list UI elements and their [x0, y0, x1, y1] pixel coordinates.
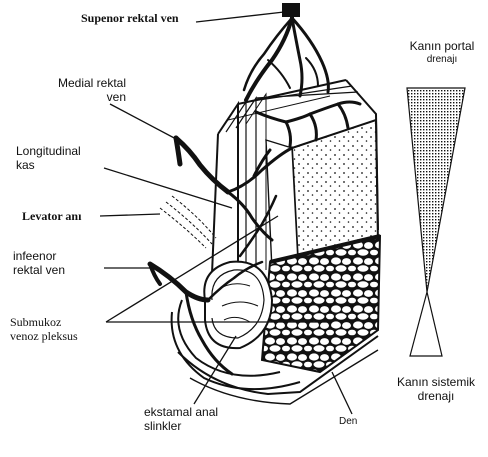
label-external-anal-sphincters-line1: ekstamal anal: [144, 406, 218, 420]
medial-rectal-vein: [176, 138, 228, 192]
label-external-anal-sphincters-line2: slinkler: [144, 420, 218, 434]
label-portal-drainage-line2: drenajı: [396, 54, 488, 66]
label-inferior-rectal-vein-line2: rektal ven: [13, 264, 65, 278]
levator-ani-fibers: [160, 196, 216, 248]
label-portal-drainage-line1: Kanın portal: [396, 40, 488, 54]
label-levator-ani: Levator anı: [22, 210, 81, 224]
label-inferior-rectal-vein: infeenor rektal ven: [13, 250, 65, 278]
label-systemic-drainage-line2: drenajı: [386, 390, 486, 404]
label-skin: Den: [339, 416, 357, 428]
label-superior-rectal-vein: Supenor rektal ven: [81, 12, 179, 26]
label-submucosal-plexus-line2: venoz pleksus: [10, 330, 78, 344]
label-submucosal-plexus-line1: Submukoz: [10, 316, 78, 330]
label-medial-rectal-vein: Medial rektal ven: [44, 77, 126, 105]
label-medial-rectal-vein-line2: ven: [44, 91, 126, 105]
label-longitudinal-muscle-line1: Longitudinal: [16, 145, 81, 159]
superior-rectal-vein: [246, 6, 292, 100]
label-longitudinal-muscle-line2: kas: [16, 159, 81, 173]
label-longitudinal-muscle: Longitudinal kas: [16, 145, 81, 173]
label-systemic-drainage-line1: Kanın sistemik: [386, 376, 486, 390]
portal-drainage-wedge: [407, 88, 465, 292]
label-external-anal-sphincters: ekstamal anal slinkler: [144, 406, 218, 434]
label-systemic-drainage: Kanın sistemik drenajı: [386, 376, 486, 404]
systemic-drainage-wedge: [410, 292, 442, 356]
label-medial-rectal-vein-line1: Medial rektal: [44, 77, 126, 91]
label-inferior-rectal-vein-line1: infeenor: [13, 250, 65, 264]
label-submucosal-plexus: Submukoz venoz pleksus: [10, 316, 78, 344]
drainage-wedge: [407, 88, 465, 356]
label-portal-drainage: Kanın portal drenajı: [396, 40, 488, 65]
